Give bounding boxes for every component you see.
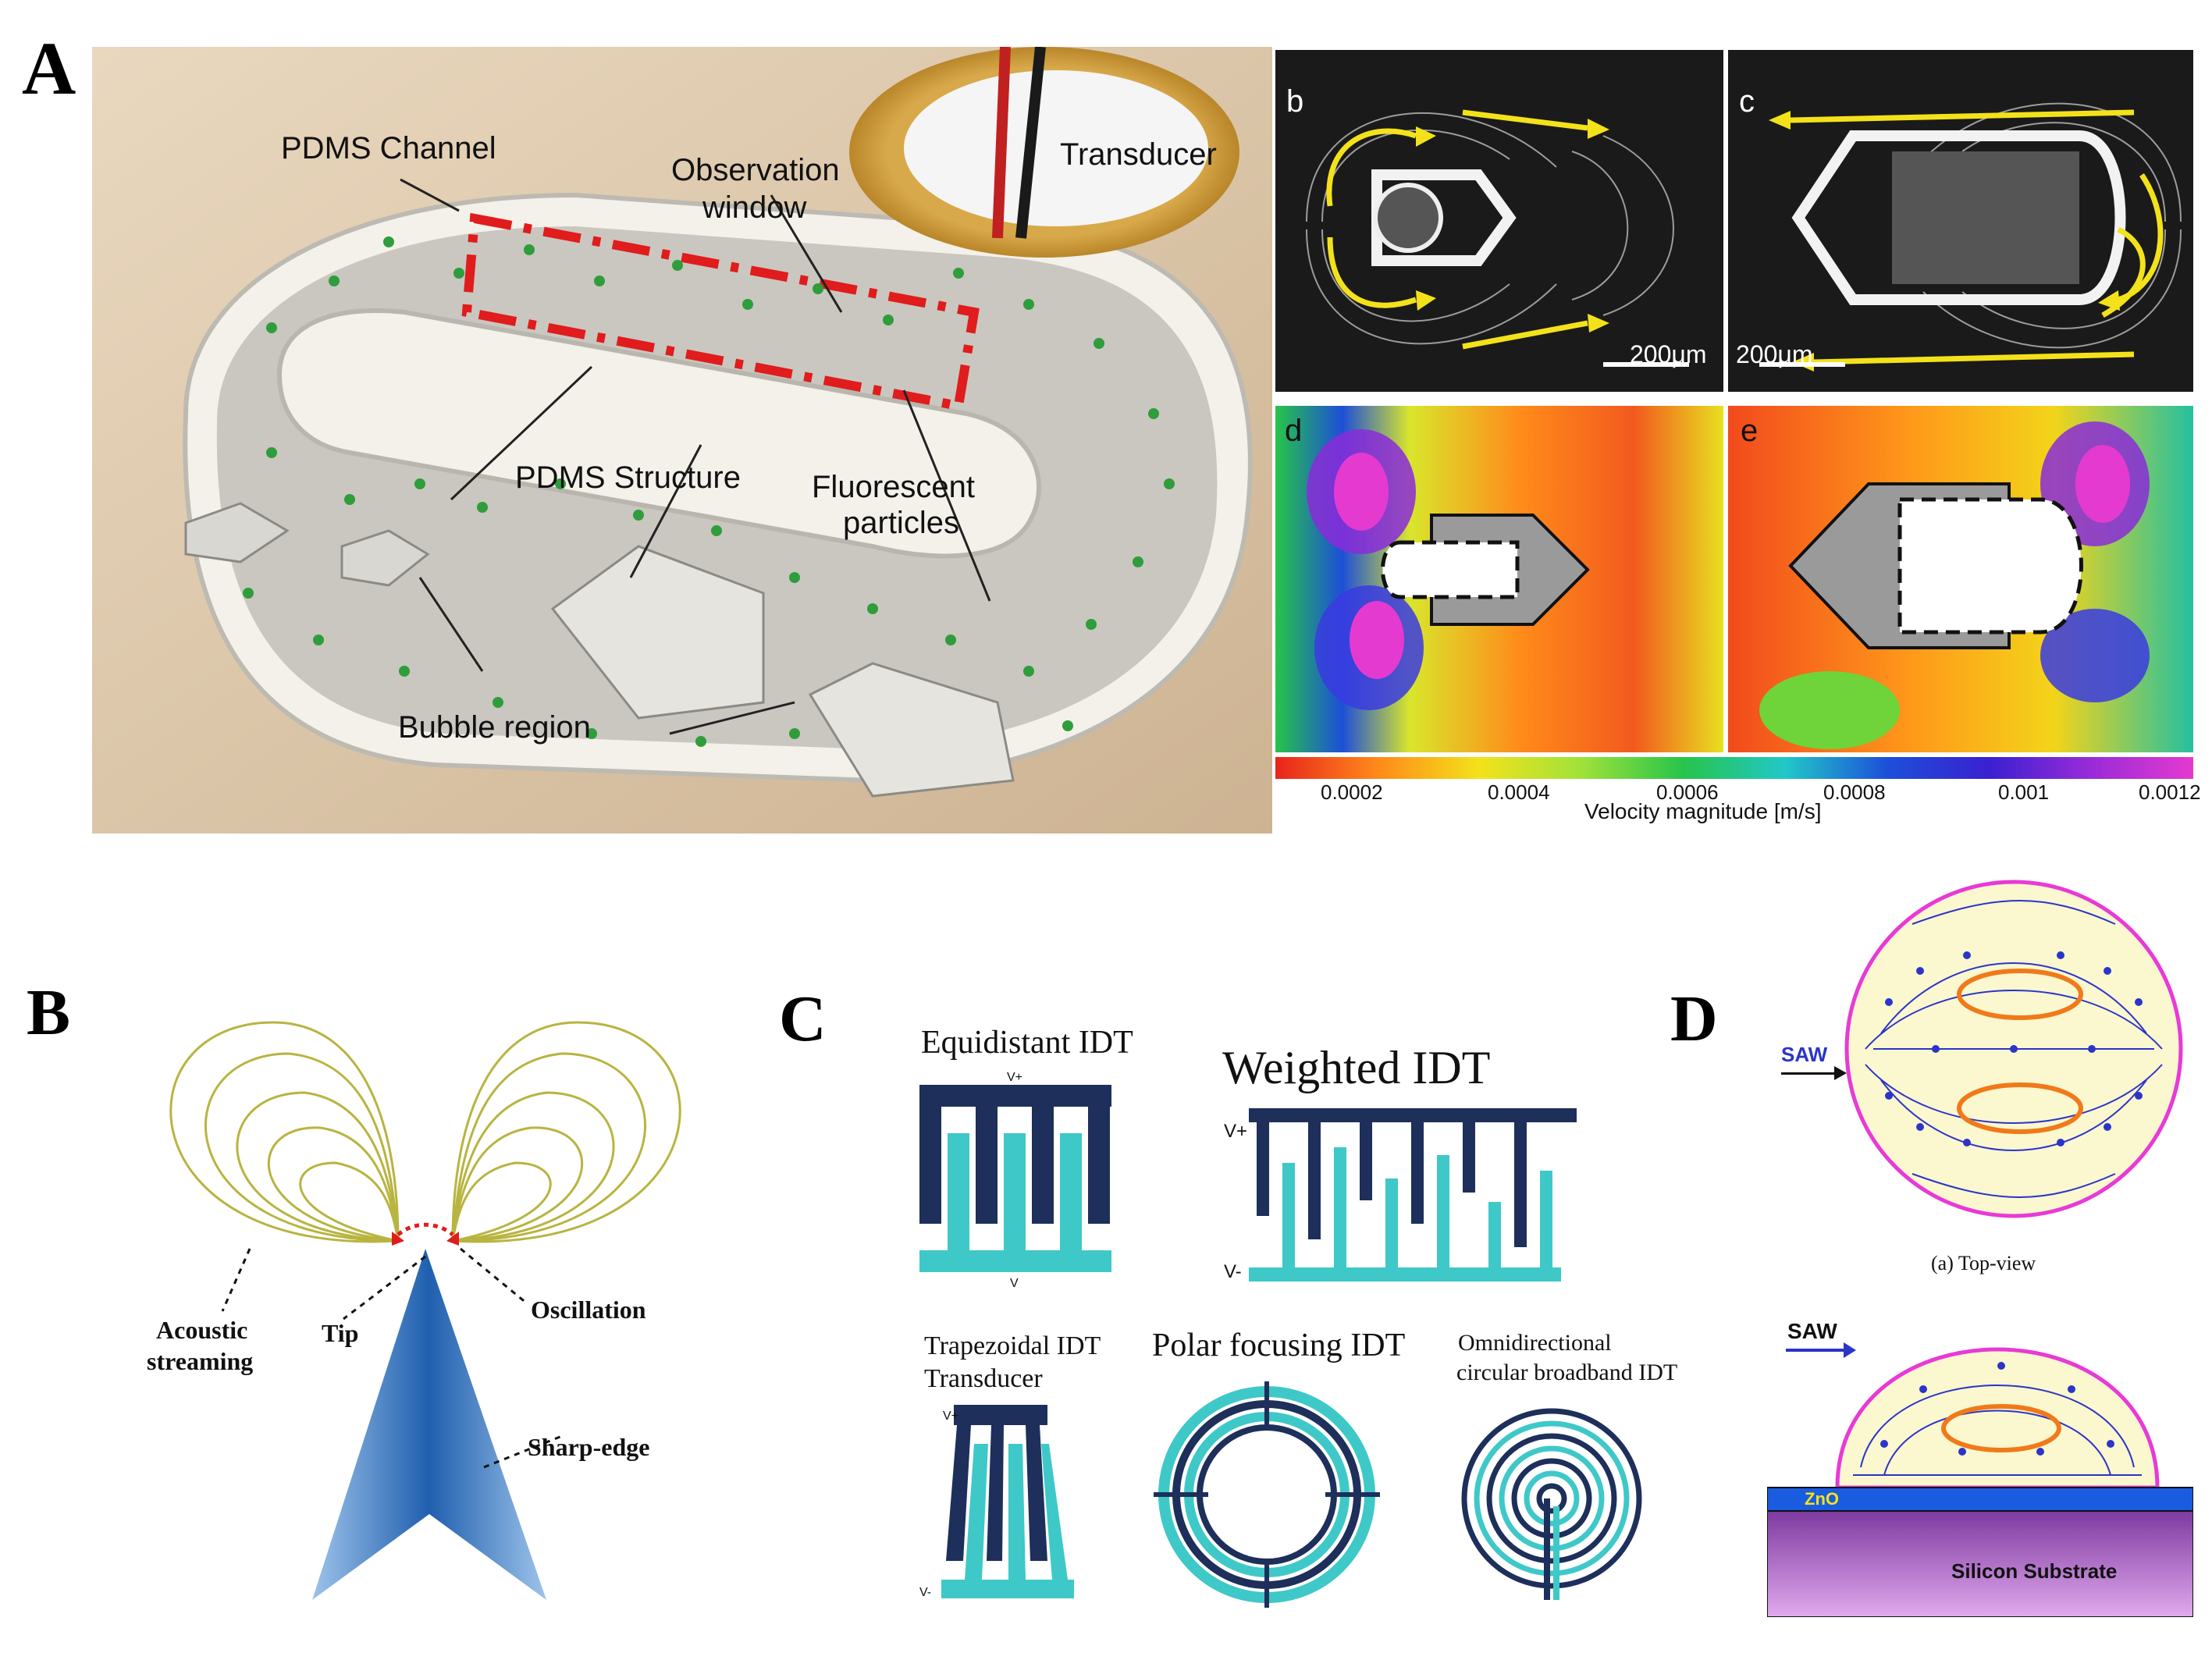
saw-side-arrowhead-icon xyxy=(1844,1342,1856,1358)
bubble-region-label: Bubble region xyxy=(398,710,591,745)
velocity-d-label: d xyxy=(1285,414,1303,448)
oscillation-label: Oscillation xyxy=(531,1296,646,1324)
scale-bar-c: 200μm xyxy=(1736,340,1813,368)
saw-side-label: SAW xyxy=(1787,1319,1837,1343)
fluorescent-label-2: particles xyxy=(843,506,959,540)
saw-top-arrowhead-icon xyxy=(1834,1066,1847,1080)
transducer-label: Transducer xyxy=(1060,137,1217,172)
pdms-structure-large xyxy=(550,545,1015,798)
velocity-colorbar xyxy=(1275,757,2193,779)
weighted-v-plus: V+ xyxy=(1224,1121,1248,1142)
droplet-top-view xyxy=(1844,880,2183,1218)
saw-top-label: SAW xyxy=(1781,1043,1828,1066)
weighted-v-minus: V- xyxy=(1224,1261,1242,1282)
observation-window-label-2: window xyxy=(702,190,807,225)
micrograph-c xyxy=(1728,50,2193,392)
acoustic-streaming-label-2: streaming xyxy=(147,1347,254,1375)
polar-focusing-idt-title: Polar focusing IDT xyxy=(1152,1328,1406,1363)
panel-label-a: A xyxy=(22,27,76,110)
trapezoidal-idt-diagram xyxy=(941,1405,1074,1598)
micrograph-c-label: c xyxy=(1739,84,1755,119)
top-view-caption: (a) Top-view xyxy=(1931,1252,2036,1274)
trapezoidal-idt-title-2: Transducer xyxy=(924,1364,1043,1393)
velocity-field-e xyxy=(1728,406,2193,752)
omnidirectional-idt-diagram xyxy=(1461,1408,1642,1600)
pdms-channel-label: PDMS Channel xyxy=(281,131,496,165)
colorbar-tick-4: 0.001 xyxy=(1998,780,2050,804)
colorbar-tick-0: 0.0002 xyxy=(1321,780,1383,804)
velocity-field-d xyxy=(1275,406,1723,752)
equidistant-idt-title: Equidistant IDT xyxy=(921,1025,1133,1061)
sharp-edge-streaming-diagram xyxy=(169,1021,681,1600)
micrograph-b xyxy=(1275,50,1723,392)
panel-label-c: C xyxy=(779,983,827,1055)
transducer-disc xyxy=(849,47,1239,258)
observation-window-label-1: Observation xyxy=(671,153,840,187)
weighted-idt-title: Weighted IDT xyxy=(1222,1042,1491,1093)
droplet-side-view xyxy=(1767,1347,2193,1617)
colorbar-axis-label: Velocity magnitude [m/s] xyxy=(1584,799,1822,823)
weighted-idt-diagram xyxy=(1249,1108,1577,1282)
fluorescent-label-1: Fluorescent xyxy=(812,470,975,504)
tip-label: Tip xyxy=(322,1319,359,1347)
microchannel-illustration xyxy=(92,47,1272,834)
fluorescent-particles xyxy=(243,236,1175,747)
acoustic-streaming-label-1: Acoustic xyxy=(156,1316,248,1344)
velocity-e-label: e xyxy=(1741,414,1759,448)
panel-label-b: B xyxy=(27,976,71,1049)
pdms-structure-small-1 xyxy=(184,502,430,587)
saw-top-arrow-icon xyxy=(1781,1072,1839,1075)
scale-bar-b: 200μm xyxy=(1630,340,1707,368)
equidistant-v-plus: V+ xyxy=(1007,1071,1023,1084)
colorbar-tick-1: 0.0004 xyxy=(1488,780,1550,804)
micrograph-b-label: b xyxy=(1286,84,1304,119)
trapezoidal-v-minus: V- xyxy=(919,1586,932,1599)
silicon-substrate-label: Silicon Substrate xyxy=(1951,1559,2118,1583)
panel-label-d: D xyxy=(1670,983,1718,1055)
omnidirectional-idt-title-1: Omnidirectional xyxy=(1458,1330,1612,1356)
colorbar-tick-2: 0.0006 xyxy=(1656,780,1719,804)
equidistant-v-minus: V xyxy=(1010,1277,1019,1290)
colorbar-tick-5: 0.0012 xyxy=(2139,780,2201,804)
colorbar-tick-3: 0.0008 xyxy=(1823,780,1886,804)
saw-side-arrow-icon xyxy=(1786,1349,1848,1352)
sharp-edge-label: Sharp-edge xyxy=(528,1433,650,1461)
pdms-structure-label: PDMS Structure xyxy=(515,460,741,495)
trapezoidal-v-plus: V+ xyxy=(943,1409,959,1423)
polar-focusing-idt-diagram xyxy=(1154,1381,1380,1608)
equidistant-idt-diagram xyxy=(919,1085,1111,1272)
zno-label: ZnO xyxy=(1805,1489,1839,1509)
trapezoidal-idt-title-1: Trapezoidal IDT xyxy=(924,1331,1101,1360)
omnidirectional-idt-title-2: circular broadband IDT xyxy=(1456,1360,1678,1385)
